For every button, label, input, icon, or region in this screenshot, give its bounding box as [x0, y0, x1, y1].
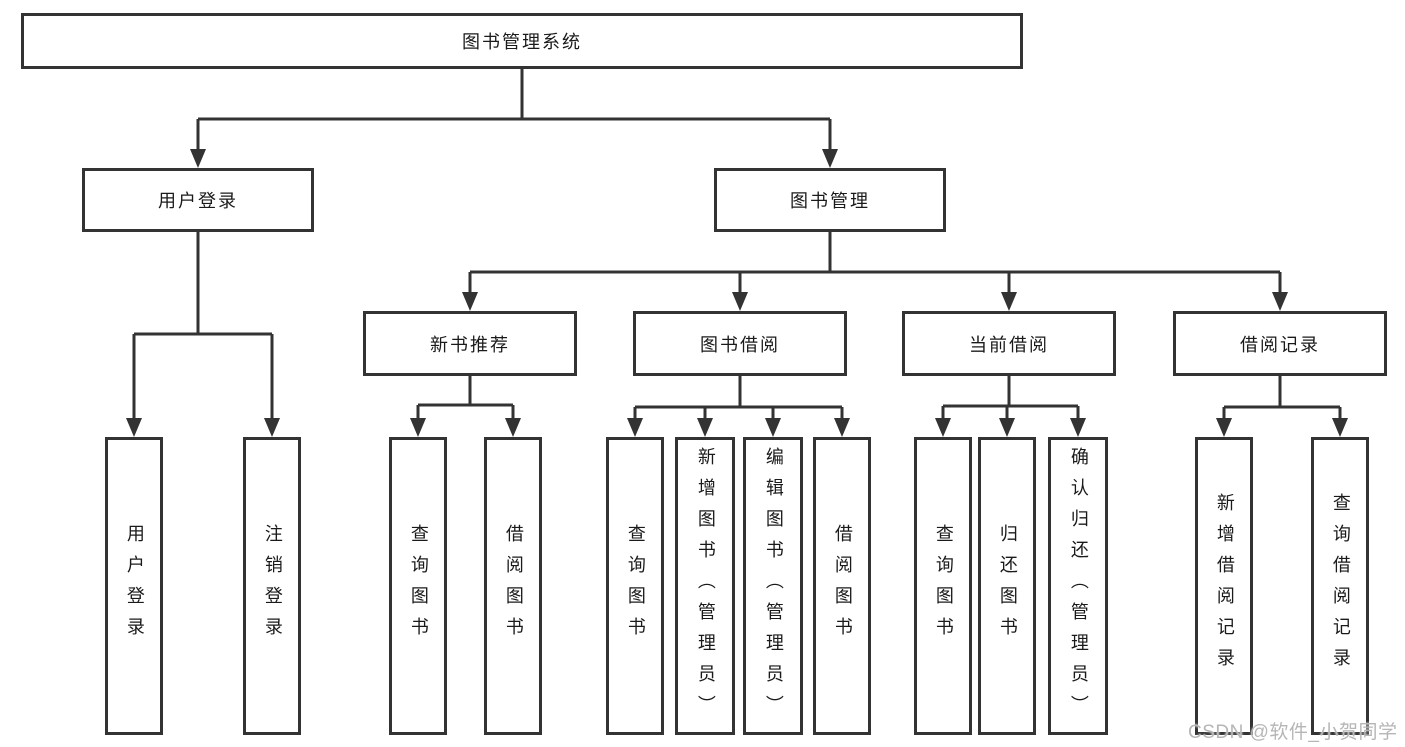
- node-label: 新增图书（管理员）: [695, 446, 716, 726]
- node-label: 借阅图书: [832, 524, 853, 648]
- node-label: 查询图书: [408, 524, 429, 648]
- node-user-login: 用户登录: [82, 168, 314, 232]
- leaf-add-borrow-record: 新增借阅记录: [1195, 437, 1253, 735]
- leaf-return-books: 归还图书: [978, 437, 1036, 735]
- leaf-add-books-admin: 新增图书（管理员）: [675, 437, 735, 735]
- connector-line: [941, 376, 1080, 421]
- node-label: 编辑图书（管理员）: [763, 446, 784, 726]
- arrowhead-down-icon: [410, 418, 426, 437]
- node-label: 查询图书: [625, 524, 646, 648]
- leaf-query-books-recommend: 查询图书: [389, 437, 447, 735]
- connector-line: [633, 376, 844, 421]
- node-library-management-system: 图书管理系统: [21, 13, 1023, 69]
- arrowhead-down-icon: [505, 418, 521, 437]
- arrowhead-down-icon: [264, 418, 280, 437]
- node-label: 新书推荐: [430, 334, 510, 355]
- connector-line: [1222, 376, 1342, 421]
- arrowhead-down-icon: [190, 149, 206, 168]
- leaf-confirm-return-admin: 确认归还（管理员）: [1048, 437, 1108, 735]
- leaf-query-borrow-record: 查询借阅记录: [1311, 437, 1369, 735]
- leaf-edit-books-admin: 编辑图书（管理员）: [743, 437, 803, 735]
- arrowhead-down-icon: [834, 418, 850, 437]
- node-label: 归还图书: [997, 524, 1018, 648]
- node-current-borrowing: 当前借阅: [902, 311, 1116, 376]
- node-label: 新增借阅记录: [1214, 493, 1235, 679]
- arrowhead-down-icon: [822, 149, 838, 168]
- arrowhead-down-icon: [462, 292, 478, 311]
- connector-line: [416, 376, 515, 421]
- arrowhead-down-icon: [999, 418, 1015, 437]
- node-new-book-recommendation: 新书推荐: [363, 311, 577, 376]
- node-label: 当前借阅: [969, 334, 1049, 355]
- connector-book-management-children: [462, 232, 1288, 311]
- arrowhead-down-icon: [732, 292, 748, 311]
- node-book-management: 图书管理: [714, 168, 946, 232]
- connector-root-to-level2: [190, 69, 838, 168]
- leaf-borrow-books: 借阅图书: [813, 437, 871, 735]
- arrowhead-down-icon: [1070, 418, 1086, 437]
- leaf-query-books-current: 查询图书: [914, 437, 972, 735]
- arrowhead-down-icon: [1001, 292, 1017, 311]
- arrowhead-down-icon: [627, 418, 643, 437]
- watermark: CSDN @软件_小贺同学: [1188, 722, 1398, 743]
- node-label: 确认归还（管理员）: [1068, 446, 1089, 726]
- leaf-borrow-books-recommend: 借阅图书: [484, 437, 542, 735]
- connector-book-borrowing-children: [627, 376, 850, 437]
- arrowhead-down-icon: [935, 418, 951, 437]
- node-label: 用户登录: [124, 524, 145, 648]
- node-label: 借阅图书: [503, 524, 524, 648]
- arrowhead-down-icon: [1332, 418, 1348, 437]
- node-label: 查询图书: [933, 524, 954, 648]
- connector-borrowing-records-children: [1216, 376, 1348, 437]
- connector-current-borrowing-children: [935, 376, 1086, 437]
- node-label: 借阅记录: [1240, 334, 1320, 355]
- connector-user-login-children: [126, 232, 280, 437]
- node-borrowing-records: 借阅记录: [1173, 311, 1387, 376]
- leaf-logout: 注销登录: [243, 437, 301, 735]
- leaf-query-books-borrow: 查询图书: [606, 437, 664, 735]
- leaf-user-login: 用户登录: [105, 437, 163, 735]
- connector-line: [196, 69, 832, 152]
- node-label: 图书管理系统: [462, 32, 582, 52]
- node-label: 图书管理: [790, 191, 870, 211]
- node-label: 查询借阅记录: [1330, 493, 1351, 679]
- node-label: 注销登录: [262, 524, 283, 648]
- arrowhead-down-icon: [126, 418, 142, 437]
- arrowhead-down-icon: [1272, 292, 1288, 311]
- node-book-borrowing: 图书借阅: [633, 311, 847, 376]
- connector-line: [468, 232, 1282, 296]
- arrowhead-down-icon: [765, 418, 781, 437]
- arrowhead-down-icon: [697, 418, 713, 437]
- connector-new-book-rec-children: [410, 376, 521, 437]
- arrowhead-down-icon: [1216, 418, 1232, 437]
- node-label: 图书借阅: [700, 334, 780, 355]
- node-label: 用户登录: [158, 191, 238, 211]
- connector-line: [132, 232, 274, 421]
